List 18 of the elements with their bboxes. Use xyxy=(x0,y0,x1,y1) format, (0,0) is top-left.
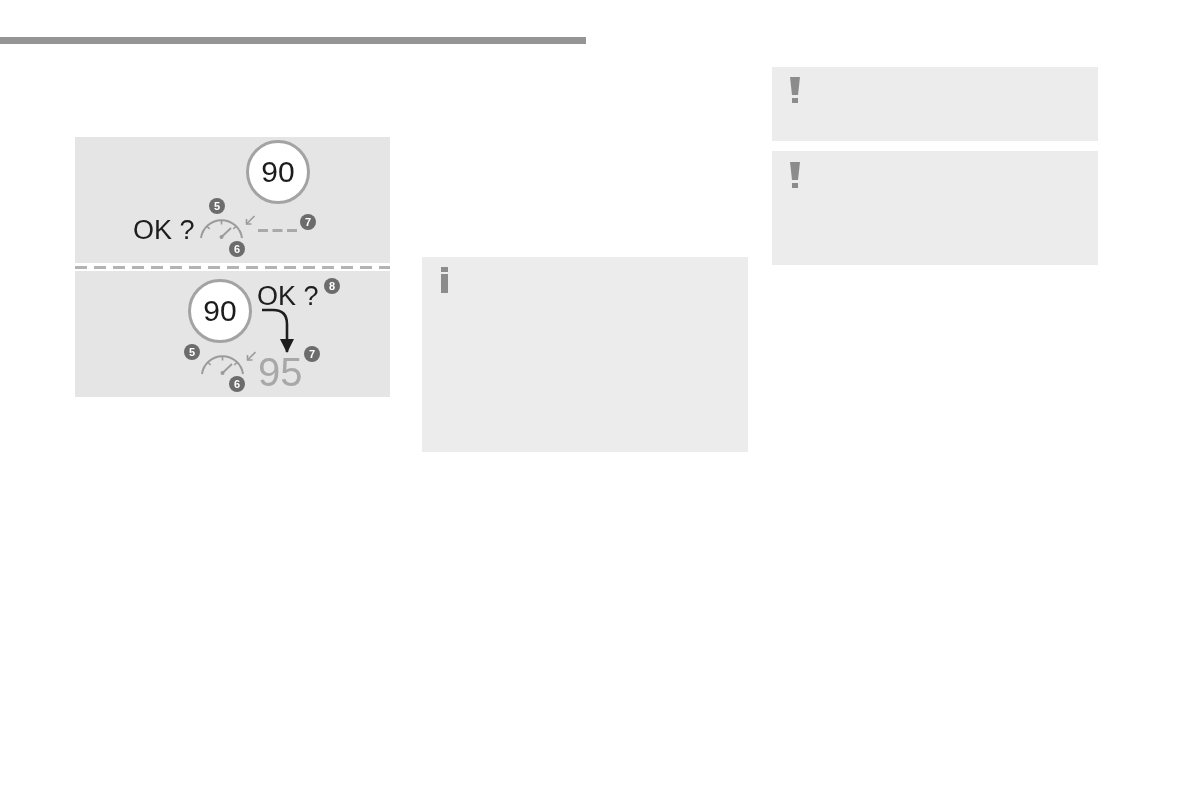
callout-number: 7 xyxy=(304,346,320,362)
illustration-panel xyxy=(75,271,390,397)
callout-number: 7 xyxy=(300,214,316,230)
illustration-panel xyxy=(75,137,390,263)
speed-limit-sign: 90 xyxy=(188,279,252,343)
confirmation-prompt: OK ? xyxy=(133,217,195,244)
arrow xyxy=(262,308,294,353)
warning-box xyxy=(772,151,1098,265)
callout-number: 5 xyxy=(184,344,200,360)
callout-number: 6 xyxy=(229,376,245,392)
info-box xyxy=(422,257,748,452)
callout-number: 6 xyxy=(229,241,245,257)
speed-reading: 95 xyxy=(258,352,303,392)
callout-number: 8 xyxy=(324,278,340,294)
warning-box xyxy=(772,67,1098,141)
callout-number: 5 xyxy=(209,198,225,214)
confirmation-prompt: OK ? xyxy=(257,283,319,310)
speed-limit-sign: 90 xyxy=(246,140,310,204)
